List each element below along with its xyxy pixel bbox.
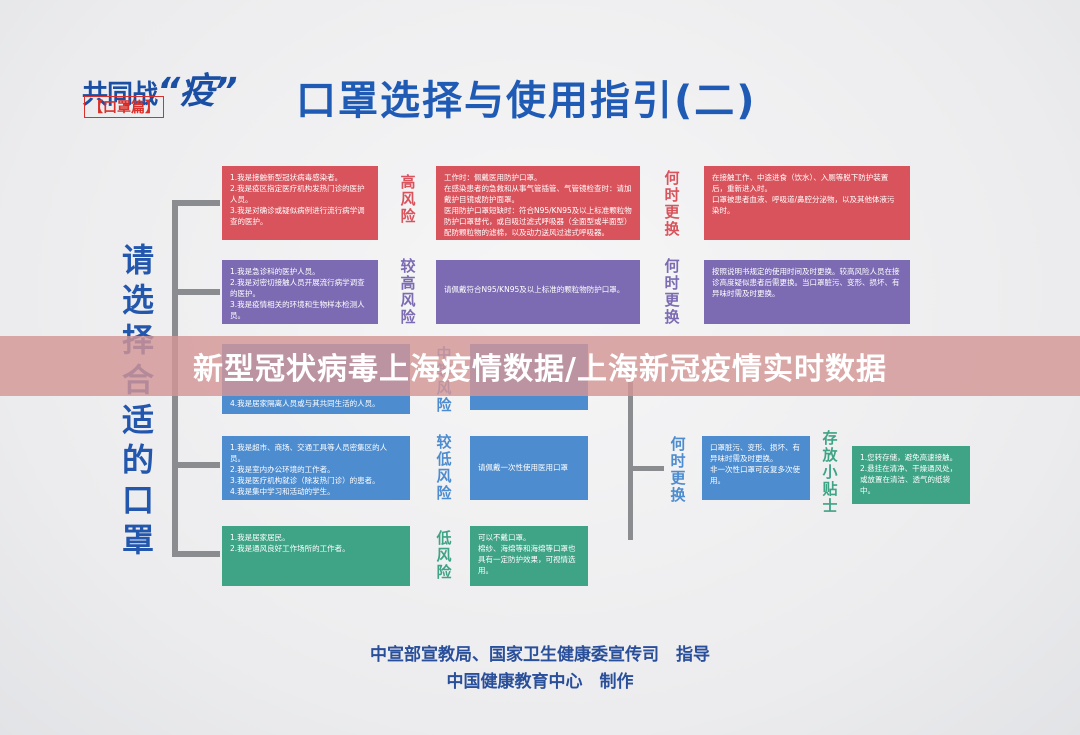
footer-guidance: 中宣部宣教局、国家卫生健康委宣传司 指导 [370, 645, 710, 665]
risk-label-higher: 较高风险 [400, 257, 416, 326]
mask-box-lower: 请佩戴一次性使用医用口罩 [470, 436, 588, 500]
risk-label-lower: 较低风险 [436, 433, 452, 502]
logo: 共同战“疫” [82, 62, 237, 114]
people-box-higher: 1.我是急诊科的医护人员。 2.我是对密切接触人员开展流行病学调查的医护。 3.… [222, 260, 378, 324]
right-connector-tick [628, 466, 664, 471]
bracket-tick [172, 289, 220, 295]
storage-box: 1.您转存储，避免高速接触。 2.悬挂在清净、干燥通风处，或放置在清洁、透气的纸… [852, 446, 970, 504]
storage-title: 存放小贴士 [822, 429, 838, 515]
footer-producer: 中国健康教育中心 制作 [446, 672, 634, 692]
bracket-tick [172, 200, 220, 206]
right-connector [628, 372, 633, 540]
bracket-tick [172, 462, 220, 468]
logo-subtitle: 【口罩篇】 [84, 96, 164, 118]
change-box-high: 在接触工作、中途进食（饮水）、入厕等脱下防护装置后，重新进入时。 口罩被患者血液… [704, 166, 910, 240]
side-title: 请选择合适的口罩 [121, 241, 154, 559]
when-label-high: 何时更换 [664, 169, 680, 238]
change-box-higher: 按照说明书规定的使用时间及时更换。较高风险人员在接诊高度疑似患者后需更换。当口罩… [704, 260, 910, 324]
people-box-high: 1.我是接触新型冠状病毒感染者。 2.我是疫区指定医疗机构发热门诊的医护人员。 … [222, 166, 378, 240]
mask-box-high: 工作时：佩戴医用防护口罩。 在感染患者的急救和从事气管插管、气管镜检查时：请加戴… [436, 166, 640, 240]
when-label-lower: 何时更换 [670, 435, 686, 504]
risk-label-high: 高风险 [400, 173, 416, 225]
mask-box-low: 可以不戴口罩。 棉纱、海绵等和海绵等口罩也具有一定防护效果，可视情选用。 [470, 526, 588, 586]
logo-main-text: 共同战 [82, 80, 158, 110]
banner-text: 新型冠状病毒上海疫情数据/上海新冠疫情实时数据 [193, 352, 887, 387]
people-box-low: 1.我是居家居民。 2.我是通风良好工作场所的工作者。 [222, 526, 410, 586]
change-box-lower: 口罩脏污、变形、损坏、有异味时需及时更换。 非一次性口罩可反复多次使用。 [702, 436, 810, 500]
overlay-banner: 新型冠状病毒上海疫情数据/上海新冠疫情实时数据 [0, 336, 1080, 396]
people-box-lower: 1.我是超市、商场、交通工具等人员密集区的人员。 2.我是室内办公环境的工作者。… [222, 436, 410, 500]
page-title: 口罩选择与使用指引(二) [296, 78, 757, 124]
bracket-tick [172, 551, 220, 557]
risk-label-low: 低风险 [436, 529, 452, 581]
when-label-higher: 何时更换 [664, 257, 680, 326]
mask-box-higher: 请佩戴符合N95/KN95及以上标准的颗粒物防护口罩。 [436, 260, 640, 324]
logo-big-text: “疫” [157, 71, 237, 112]
